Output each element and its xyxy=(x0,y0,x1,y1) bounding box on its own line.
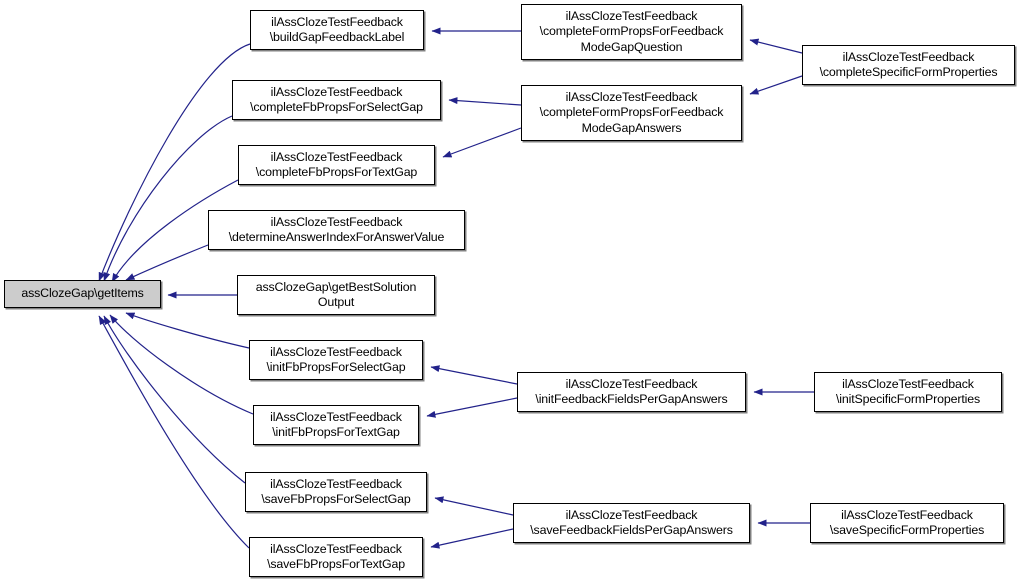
edge-saveFeedbackFieldsPerGapAnswers-to-saveFbPropsForSelectGap xyxy=(434,496,514,516)
edge-initFeedbackFieldsPerGapAnswers-to-initFbPropsForTextGap xyxy=(426,397,518,418)
graph-node-completeFormPropsForFeedbackModeGapQuestion[interactable]: ilAssClozeTestFeedback \completeFormProp… xyxy=(521,4,742,60)
edge-completeFbPropsForSelectGap-to-root xyxy=(103,115,233,282)
graph-node-label: ilAssClozeTestFeedback \completeFormProp… xyxy=(539,8,724,54)
graph-node-label: ilAssClozeTestFeedback \determineAnswerI… xyxy=(228,214,445,245)
graph-node-label: ilAssClozeTestFeedback \buildGapFeedback… xyxy=(269,14,405,45)
graph-node-saveFbPropsForSelectGap[interactable]: ilAssClozeTestFeedback \saveFbPropsForSe… xyxy=(245,472,427,512)
edge-paths xyxy=(98,27,814,549)
graph-node-saveFeedbackFieldsPerGapAnswers[interactable]: ilAssClozeTestFeedback \saveFeedbackFiel… xyxy=(513,503,750,543)
graph-node-initFbPropsForTextGap[interactable]: ilAssClozeTestFeedback \initFbPropsForTe… xyxy=(253,405,419,445)
graph-node-label: ilAssClozeTestFeedback \initFbPropsForTe… xyxy=(270,409,402,440)
edge-completeSpecificFormProperties-to-completeFormPropsForFeedbackModeGapAnswers xyxy=(749,75,803,95)
edge-saveFeedbackFieldsPerGapAnswers-to-saveFbPropsForTextGap xyxy=(430,528,514,549)
edge-saveFbPropsForSelectGap-to-root xyxy=(103,315,246,484)
edge-completeFormPropsForFeedbackModeGapAnswers-to-completeFbPropsForSelectGap xyxy=(448,97,522,106)
graph-node-completeFormPropsForFeedbackModeGapAnswers[interactable]: ilAssClozeTestFeedback \completeFormProp… xyxy=(521,85,742,141)
graph-node-saveFbPropsForTextGap[interactable]: ilAssClozeTestFeedback \saveFbPropsForTe… xyxy=(249,537,423,577)
edge-initFbPropsForTextGap-to-root xyxy=(109,314,254,415)
graph-node-label: ilAssClozeTestFeedback \completeFbPropsF… xyxy=(250,84,423,115)
graph-node-completeSpecificFormProperties[interactable]: ilAssClozeTestFeedback \completeSpecific… xyxy=(802,45,1015,85)
graph-node-buildGapFeedbackLabel[interactable]: ilAssClozeTestFeedback \buildGapFeedback… xyxy=(250,10,424,50)
edge-completeFbPropsForTextGap-to-root xyxy=(111,179,239,283)
graph-node-label: ilAssClozeTestFeedback \initFeedbackFiel… xyxy=(535,376,728,407)
graph-node-label: ilAssClozeTestFeedback \saveFbPropsForTe… xyxy=(267,541,405,572)
graph-node-completeFbPropsForSelectGap[interactable]: ilAssClozeTestFeedback \completeFbPropsF… xyxy=(232,80,441,120)
graph-node-root[interactable]: assClozeGap\getItems xyxy=(4,280,161,308)
graph-node-determineAnswerIndexForAnswerValue[interactable]: ilAssClozeTestFeedback \determineAnswerI… xyxy=(208,210,465,250)
graph-node-label: ilAssClozeTestFeedback \initFbPropsForSe… xyxy=(266,344,406,375)
edge-completeSpecificFormProperties-to-completeFormPropsForFeedbackModeGapQuestion xyxy=(749,38,803,54)
edge-buildGapFeedbackLabel-to-root xyxy=(98,43,251,282)
graph-node-label: ilAssClozeTestFeedback \completeFormProp… xyxy=(539,89,724,135)
graph-node-getBestSolutionOutput[interactable]: assClozeGap\getBestSolution Output xyxy=(237,275,435,315)
graph-node-saveSpecificFormProperties[interactable]: ilAssClozeTestFeedback \saveSpecificForm… xyxy=(810,503,1004,543)
graph-node-completeFbPropsForTextGap[interactable]: ilAssClozeTestFeedback \completeFbPropsF… xyxy=(238,145,435,185)
graph-node-label: assClozeGap\getBestSolution Output xyxy=(255,279,417,310)
graph-node-initFbPropsForSelectGap[interactable]: ilAssClozeTestFeedback \initFbPropsForSe… xyxy=(249,340,423,380)
edge-determineAnswerIndexForAnswerValue-to-root xyxy=(125,244,209,281)
graph-node-label: ilAssClozeTestFeedback \initSpecificForm… xyxy=(836,376,980,407)
graph-node-initFeedbackFieldsPerGapAnswers[interactable]: ilAssClozeTestFeedback \initFeedbackFiel… xyxy=(517,372,746,412)
graph-node-label: ilAssClozeTestFeedback \saveSpecificForm… xyxy=(829,507,985,538)
graph-node-label: ilAssClozeTestFeedback \completeSpecific… xyxy=(819,49,998,80)
graph-node-label: ilAssClozeTestFeedback \completeFbPropsF… xyxy=(255,149,418,180)
graph-node-label: ilAssClozeTestFeedback \saveFbPropsForSe… xyxy=(261,476,411,507)
edge-initFeedbackFieldsPerGapAnswers-to-initFbPropsForSelectGap xyxy=(430,365,518,385)
edge-initFbPropsForSelectGap-to-root xyxy=(125,312,250,349)
graph-node-label: ilAssClozeTestFeedback \saveFeedbackFiel… xyxy=(530,507,733,538)
graph-node-initSpecificFormProperties[interactable]: ilAssClozeTestFeedback \initSpecificForm… xyxy=(814,372,1002,412)
edge-saveFbPropsForTextGap-to-root xyxy=(98,315,250,549)
graph-node-label: assClozeGap\getItems xyxy=(21,286,144,301)
edge-completeFormPropsForFeedbackModeGapAnswers-to-completeFbPropsForTextGap xyxy=(442,127,522,158)
